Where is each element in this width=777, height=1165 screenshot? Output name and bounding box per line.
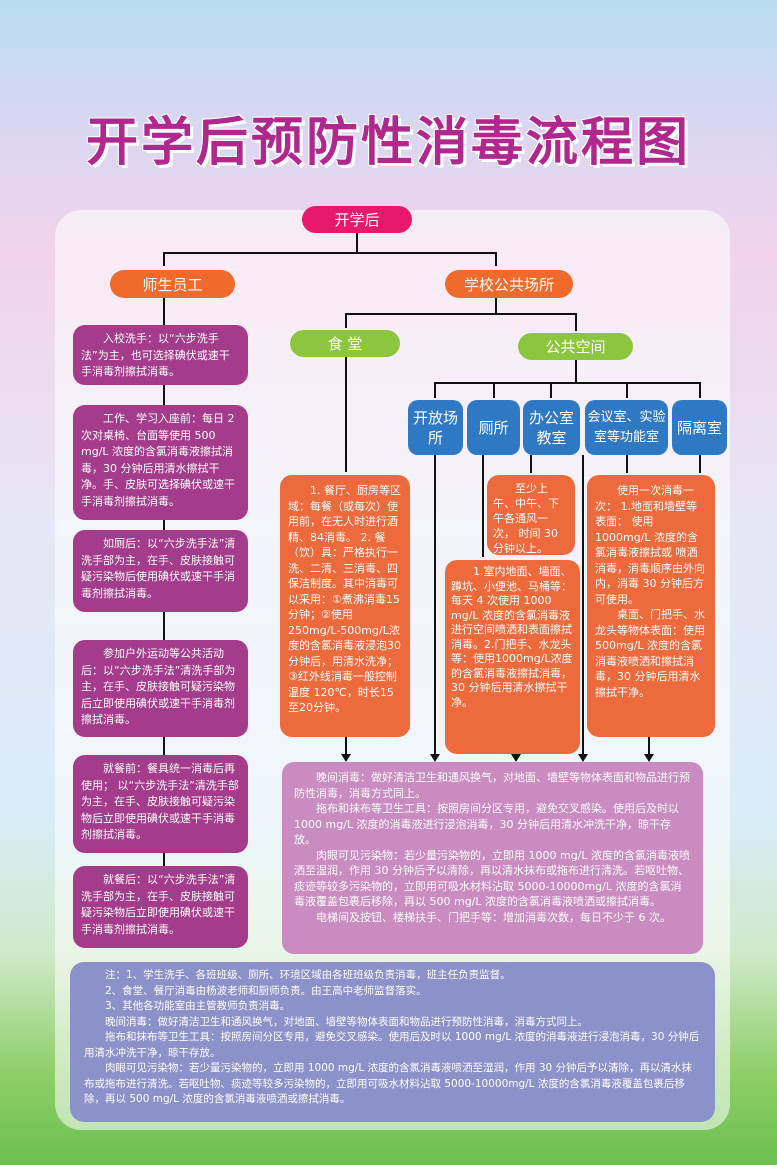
isolation-text: 使用一次消毒一次： 1.地面和墙壁等表面： 使用1000mg/L 浓度的含氯消毒… bbox=[587, 475, 715, 737]
common-item: 拖布和抹布等卫生工具：按照房间分区专用，避免交叉感染。使用后及时以 1000 m… bbox=[294, 802, 679, 846]
note-item: 2、食堂、餐厅消毒由杨波老师和厨师负责。由王高中老师监督落实。 bbox=[105, 984, 427, 997]
connector bbox=[482, 455, 484, 557]
note-item: 拖布和抹布等卫生工具：按照房间分区专用，避免交叉感染。使用后及时以 1000 m… bbox=[84, 1031, 700, 1059]
connector bbox=[345, 732, 347, 755]
notes-box: 注：1、学生洗手、各班班级、厕所、环境区域由各班班级负责消毒，班主任负责监督。 … bbox=[70, 962, 715, 1122]
place-office-classroom: 办公室教室 bbox=[523, 400, 580, 455]
step-box: 参加户外运动等公共活动后：以“六步洗手法”清洗手部为主，在手、皮肤接触可疑污染物… bbox=[73, 640, 248, 737]
common-item: 电梯间及按钮、楼梯扶手、门把手等：增加消毒次数，每日不少于 6 次。 bbox=[316, 910, 671, 924]
connector bbox=[575, 360, 577, 383]
connector bbox=[699, 455, 701, 473]
step-box: 工作、学习入座前：每日 2 次对桌椅、台面等使用 500 mg/L 浓度的含氯消… bbox=[73, 405, 248, 520]
connector bbox=[345, 313, 577, 315]
place-open-area: 开放场所 bbox=[408, 400, 463, 455]
office-text: 至少上午、中午、下午各通风一次， 时间 30 分钟以上。 bbox=[487, 475, 575, 555]
note-item: 3、其他各功能室由主管教师负责消毒。 bbox=[105, 1000, 291, 1012]
canteen-text: 1. 餐厅、厨房等区域：每餐（或每次）使用前，在无人时进行酒精、84消毒。 2.… bbox=[280, 475, 410, 737]
public-space-node: 公共空间 bbox=[518, 333, 633, 360]
canteen-node: 食 堂 bbox=[290, 330, 400, 357]
branch-staff-students: 师生员工 bbox=[110, 270, 235, 298]
connector bbox=[434, 455, 436, 755]
note-item: 晚间消毒：做好清洁卫生和通风换气，对地面、墙壁等物体表面和物品进行预防性消毒，消… bbox=[105, 1015, 588, 1028]
root-node: 开学后 bbox=[302, 206, 412, 233]
common-item: 晚间消毒：做好清洁卫生和通风换气，对地面、墙壁等物体表面和物品进行预防性消毒，消… bbox=[294, 771, 690, 800]
connector bbox=[493, 382, 495, 398]
connector bbox=[434, 382, 436, 398]
arrow-icon bbox=[578, 754, 588, 762]
note-item: 肉眼可见污染物：若少量污染物的，立即用 1000 mg/L 浓度的含氯消毒液喷洒… bbox=[84, 1062, 693, 1105]
common-measures-box: 晚间消毒：做好清洁卫生和通风换气，对地面、墙壁等物体表面和物品进行预防性消毒，消… bbox=[282, 762, 703, 954]
connector bbox=[495, 298, 497, 314]
step-box: 就餐前：餐具统一消毒后再使用； 以“六步洗手法”清洗手部为主，在手、皮肤接触可疑… bbox=[73, 755, 248, 853]
place-isolation-room: 隔离室 bbox=[672, 400, 727, 455]
note-item: 注：1、学生洗手、各班班级、厕所、环境区域由各班班级负责消毒，班主任负责监督。 bbox=[105, 969, 511, 981]
step-box: 入校洗手：以“六步洗手法”为主，也可选择碘伏或速干手消毒剂擦拭消毒。 bbox=[73, 325, 248, 385]
common-item: 肉眼可见污染物：若少量污染物的，立即用 1000 mg/L 浓度的含氯消毒液喷洒… bbox=[294, 848, 691, 909]
page-title: 开学后预防性消毒流程图 bbox=[85, 113, 691, 173]
connector bbox=[434, 382, 700, 384]
connector bbox=[699, 382, 701, 398]
connector bbox=[582, 455, 584, 755]
connector bbox=[575, 313, 577, 331]
step-box: 如厕后：以“六步洗手法”清洗手部为主，在手、皮肤接触可疑污染物后使用碘伏或速干手… bbox=[73, 530, 248, 612]
place-toilet: 厕所 bbox=[467, 400, 520, 455]
connector bbox=[626, 382, 628, 398]
connector bbox=[163, 252, 165, 266]
arrow-icon bbox=[341, 754, 351, 762]
connector bbox=[530, 455, 532, 473]
place-function-rooms: 会议室、实验室等功能室 bbox=[585, 400, 668, 455]
connector bbox=[550, 382, 552, 398]
connector bbox=[345, 313, 347, 328]
isolation-text-1: 使用一次消毒一次： 1.地面和墙壁等表面： 使用1000mg/L 浓度的含氯消毒… bbox=[595, 484, 705, 606]
branch-public-places: 学校公共场所 bbox=[445, 270, 573, 298]
connector bbox=[345, 357, 347, 472]
connector bbox=[648, 733, 650, 755]
connector bbox=[626, 455, 628, 473]
connector bbox=[495, 252, 497, 266]
connector bbox=[163, 252, 497, 254]
step-box: 就餐后：以“六步洗手法”清洗手部为主，在手、皮肤接触可疑污染物后立即使用碘伏或速… bbox=[73, 866, 248, 948]
isolation-text-2: 桌面、门把手、水龙头等物体表面：使用500mg/L 浓度的含氯消毒液喷洒和擦拭消… bbox=[595, 608, 705, 699]
arrow-icon bbox=[644, 754, 654, 762]
connector bbox=[356, 232, 358, 253]
arrow-icon bbox=[430, 754, 440, 762]
arrow-icon bbox=[511, 754, 521, 762]
toilet-text: 1.室内地面、墙面、蹲坑、小便池、马桶等：每天 4 次使用 1000 mg/L … bbox=[445, 560, 580, 754]
